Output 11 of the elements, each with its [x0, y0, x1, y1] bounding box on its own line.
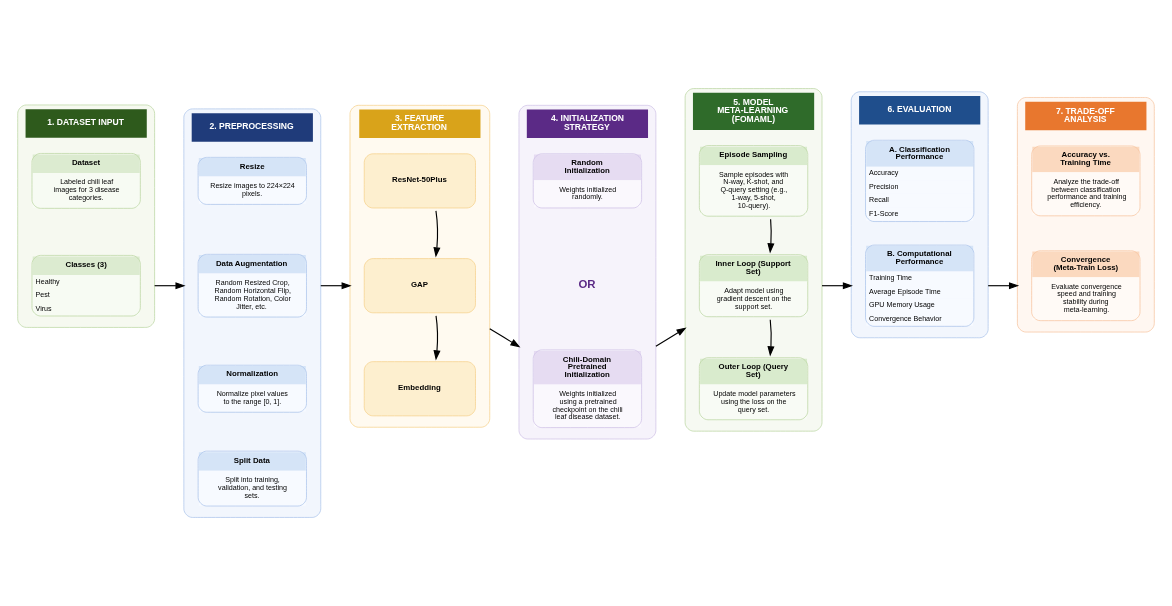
- arrow: [489, 328, 521, 348]
- arrow: [154, 282, 186, 290]
- arrow: [320, 282, 352, 290]
- arrow: [655, 327, 687, 347]
- arrow: [821, 282, 853, 290]
- arrow: [767, 319, 775, 357]
- arrow: [433, 315, 441, 361]
- label: OR: [578, 277, 596, 290]
- arrow: [767, 218, 775, 254]
- arrow: [433, 210, 441, 258]
- arrow: [987, 282, 1020, 290]
